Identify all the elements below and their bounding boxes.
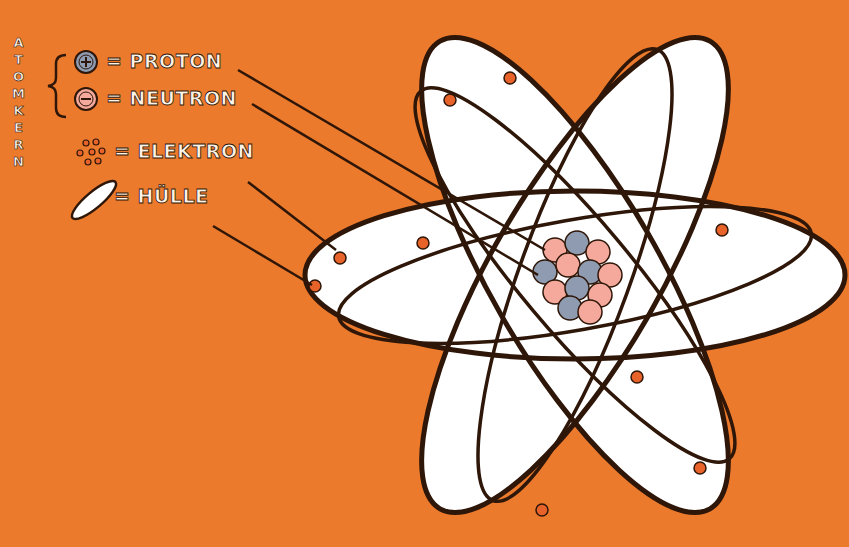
legend-text: = PROTON [106,50,222,72]
legend-text: = HÜLLE [114,185,209,207]
vertical-label: ATOMKERN [12,34,25,170]
atom-shell [305,0,845,547]
shell-symbol [67,176,120,224]
neutron-symbol [75,88,97,110]
legend-text: = NEUTRON [106,87,237,109]
legend-bracket [48,55,66,117]
leader-lines [213,70,545,285]
nucleus [533,231,622,324]
electron-symbol [77,139,105,165]
legend-text: = ELEKTRON [114,140,254,162]
electrons [309,72,728,516]
proton-symbol [75,51,97,73]
